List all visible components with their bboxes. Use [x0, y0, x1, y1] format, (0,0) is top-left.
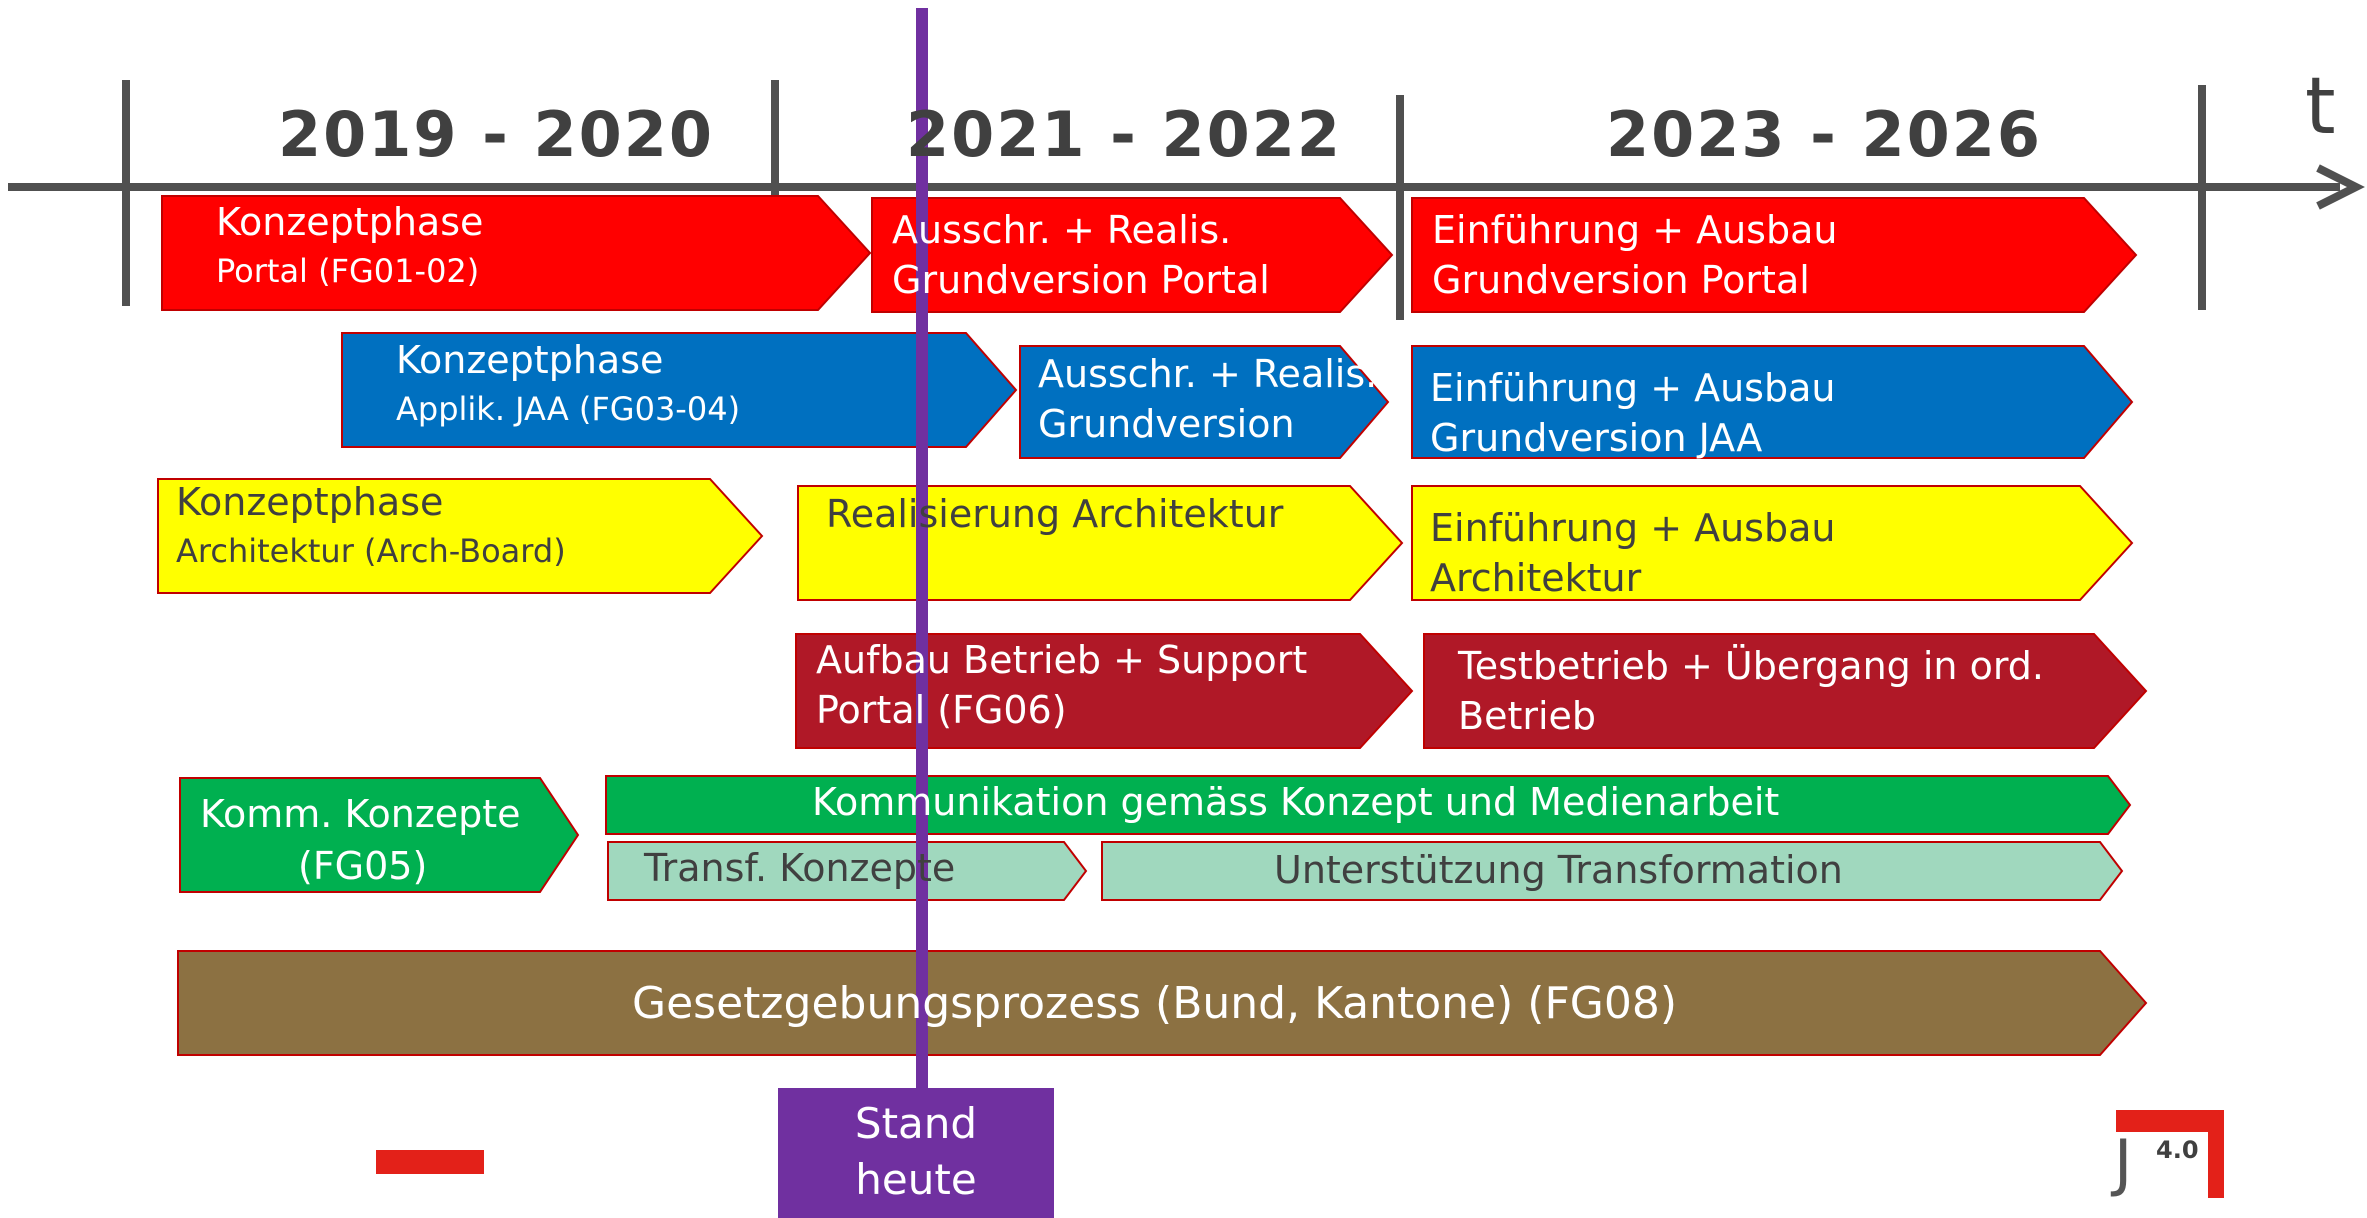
- arch-rollout-line2: Architektur: [1430, 556, 1642, 600]
- portal-rollout-line2: Grundversion Portal: [1432, 258, 1810, 302]
- arrow-comm-main: [605, 775, 2132, 835]
- arrow-app-rollout: [1411, 345, 2134, 459]
- timeline-arrowhead: [2316, 164, 2365, 210]
- arrow-transf-concepts: [607, 841, 1088, 901]
- arch-concept-title: Konzeptphase: [176, 480, 444, 524]
- today-marker-line1: Stand: [854, 1099, 978, 1148]
- arrow-portal-realisation: [871, 197, 1394, 313]
- arrow-comm-concepts: [179, 777, 580, 893]
- axis-label-t: t: [2305, 62, 2336, 152]
- ops-test-line1: Testbetrieb + Übergang in ord.: [1458, 644, 2044, 688]
- ops-build-line2: Portal (FG06): [816, 688, 1067, 732]
- logo-top-bar: [2116, 1110, 2224, 1132]
- arch-realisation-line1: Realisierung Architektur: [826, 492, 1284, 536]
- period-label-3: 2023 - 2026: [1606, 98, 2043, 171]
- transf-support-label: Unterstützung Transformation: [1274, 848, 1843, 892]
- legislation-label: Gesetzgebungsprozess (Bund, Kantone) (FG…: [632, 978, 1677, 1029]
- decorative-red-bar: [376, 1150, 484, 1174]
- app-concept-title: Konzeptphase: [396, 338, 664, 382]
- arrow-arch-concept: [157, 478, 764, 594]
- portal-concept-title: Konzeptphase: [216, 200, 484, 244]
- arrow-app-realisation: [1019, 345, 1390, 459]
- period-label-1: 2019 - 2020: [278, 98, 715, 171]
- comm-main-label: Kommunikation gemäss Konzept und Mediena…: [812, 780, 1780, 824]
- app-concept-sub: Applik. JAA (FG03-04): [396, 390, 741, 428]
- app-realisation-line1: Ausschr. + Realis.: [1038, 352, 1378, 396]
- portal-realisation-line2: Grundversion Portal: [892, 258, 1270, 302]
- app-rollout-line1: Einführung + Ausbau: [1430, 366, 1836, 410]
- arrow-portal-concept: [161, 195, 872, 311]
- portal-concept-sub: Portal (FG01-02): [216, 252, 480, 290]
- today-marker-box: Stand heute: [778, 1088, 1054, 1218]
- period-label-2: 2021 - 2022: [906, 98, 1343, 171]
- arrow-legislation: [177, 950, 2148, 1056]
- app-realisation-line2: Grundversion: [1038, 402, 1295, 446]
- arrow-arch-rollout: [1411, 485, 2134, 601]
- logo-version: 4.0: [2156, 1136, 2199, 1164]
- comm-concepts-line2: (FG05): [298, 844, 428, 888]
- portal-realisation-line1: Ausschr. + Realis.: [892, 208, 1232, 252]
- arch-concept-sub: Architektur (Arch-Board): [176, 532, 566, 570]
- logo-side-bar: [2208, 1132, 2224, 1198]
- arch-rollout-line1: Einführung + Ausbau: [1430, 506, 1836, 550]
- comm-concepts-line1: Komm. Konzepte: [200, 792, 521, 836]
- portal-rollout-line1: Einführung + Ausbau: [1432, 208, 1838, 252]
- arrow-portal-rollout: [1411, 197, 2138, 313]
- arrow-app-concept: [341, 332, 1018, 448]
- logo-letter: J: [2114, 1126, 2133, 1199]
- app-rollout-line2: Grundversion JAA: [1430, 416, 1763, 460]
- arrow-ops-test: [1423, 633, 2148, 749]
- arrow-arch-realisation: [797, 485, 1404, 601]
- ops-test-line2: Betrieb: [1458, 694, 1597, 738]
- ops-build-line1: Aufbau Betrieb + Support: [816, 638, 1308, 682]
- arrow-ops-build: [795, 633, 1414, 749]
- arrow-transf-support: [1101, 841, 2124, 901]
- justitia-logo: J 4.0: [2114, 1110, 2224, 1199]
- today-marker-line2: heute: [855, 1155, 977, 1204]
- transf-concepts-label: Transf. Konzepte: [644, 846, 956, 890]
